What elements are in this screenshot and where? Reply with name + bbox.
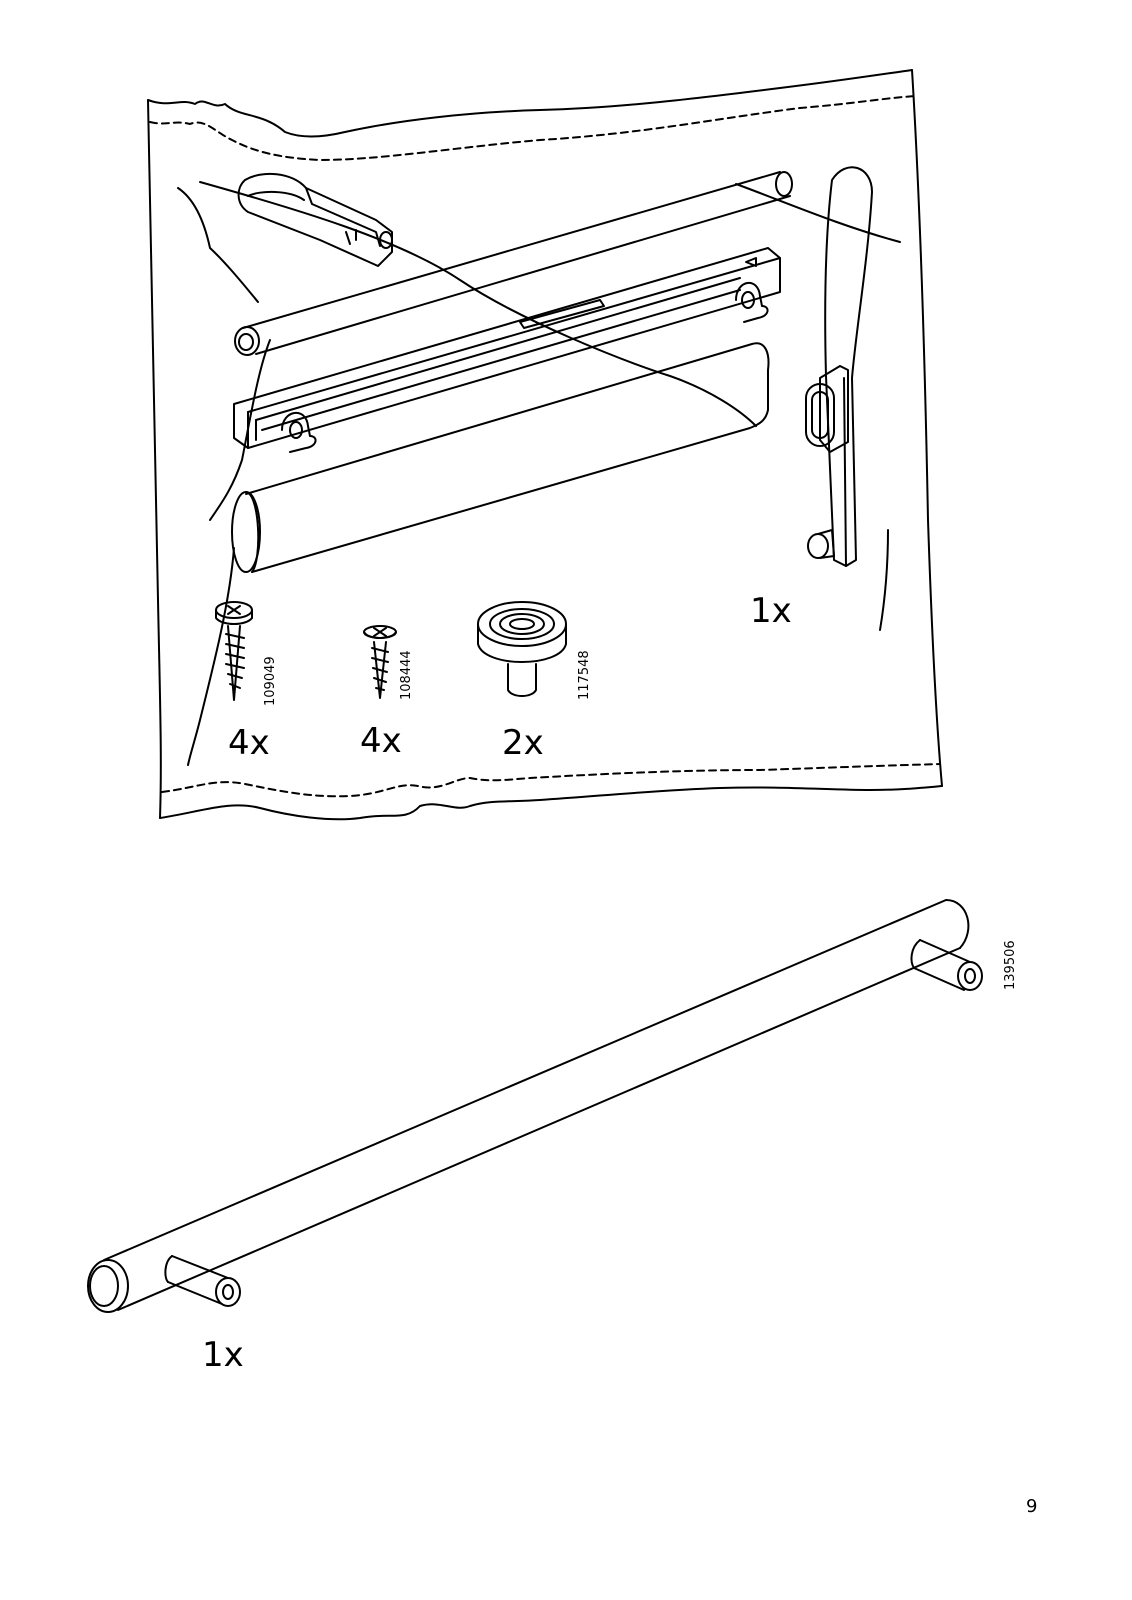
rod-part — [235, 172, 792, 355]
strap-part — [806, 167, 872, 566]
quantity-screw-108444: 4x — [360, 724, 402, 758]
end-connector-part — [239, 174, 392, 266]
bag-top-seam — [150, 96, 916, 160]
page-number: 9 — [1026, 1498, 1037, 1516]
screw-108444-icon — [364, 626, 396, 698]
part-number-139506: 139506 — [1004, 940, 1017, 990]
quantity-knob-117548: 2x — [502, 726, 544, 760]
part-number-109049: 109049 — [264, 656, 277, 706]
bag-bottom-edge — [160, 786, 942, 819]
handle-139506-icon — [88, 900, 982, 1312]
bag-wrinkle — [880, 530, 888, 630]
bottom-bar-part — [232, 343, 768, 572]
screw-109049-icon — [216, 602, 252, 700]
quantity-bag-set: 1x — [750, 594, 792, 628]
bag-top-edge — [148, 70, 912, 137]
bag-left-edge — [148, 100, 161, 818]
knob-117548-icon — [478, 602, 566, 696]
part-number-108444: 108444 — [400, 650, 413, 700]
quantity-handle: 1x — [202, 1338, 244, 1372]
bag-wrinkle — [178, 188, 258, 302]
quantity-screw-109049: 4x — [228, 726, 270, 760]
part-number-117548: 117548 — [578, 650, 591, 700]
rail-part — [234, 248, 780, 452]
bag-right-edge — [912, 70, 942, 786]
bag-bottom-seam — [162, 764, 940, 796]
bag-wrinkle — [736, 184, 900, 242]
